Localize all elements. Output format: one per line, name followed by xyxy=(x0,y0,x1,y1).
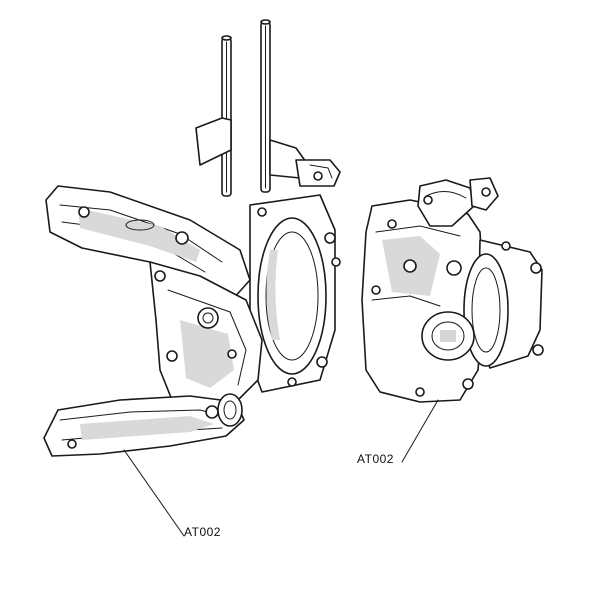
top-bracket xyxy=(417,177,499,227)
callout-label-left: AT002 xyxy=(184,525,221,539)
upper-tower xyxy=(195,117,341,187)
kingpin-bolts xyxy=(221,19,271,197)
right-leader-line xyxy=(401,399,439,463)
c-hub-carrier-assembly xyxy=(361,177,544,463)
lower-arm xyxy=(43,393,245,457)
left-leader-line xyxy=(123,449,185,537)
knuckle-body xyxy=(149,261,263,409)
right-flange xyxy=(463,239,544,369)
callout-label-right: AT002 xyxy=(357,452,394,466)
steering-knuckle-assembly xyxy=(43,19,341,537)
c-hub-ring xyxy=(249,194,341,393)
upper-arm xyxy=(45,185,251,301)
